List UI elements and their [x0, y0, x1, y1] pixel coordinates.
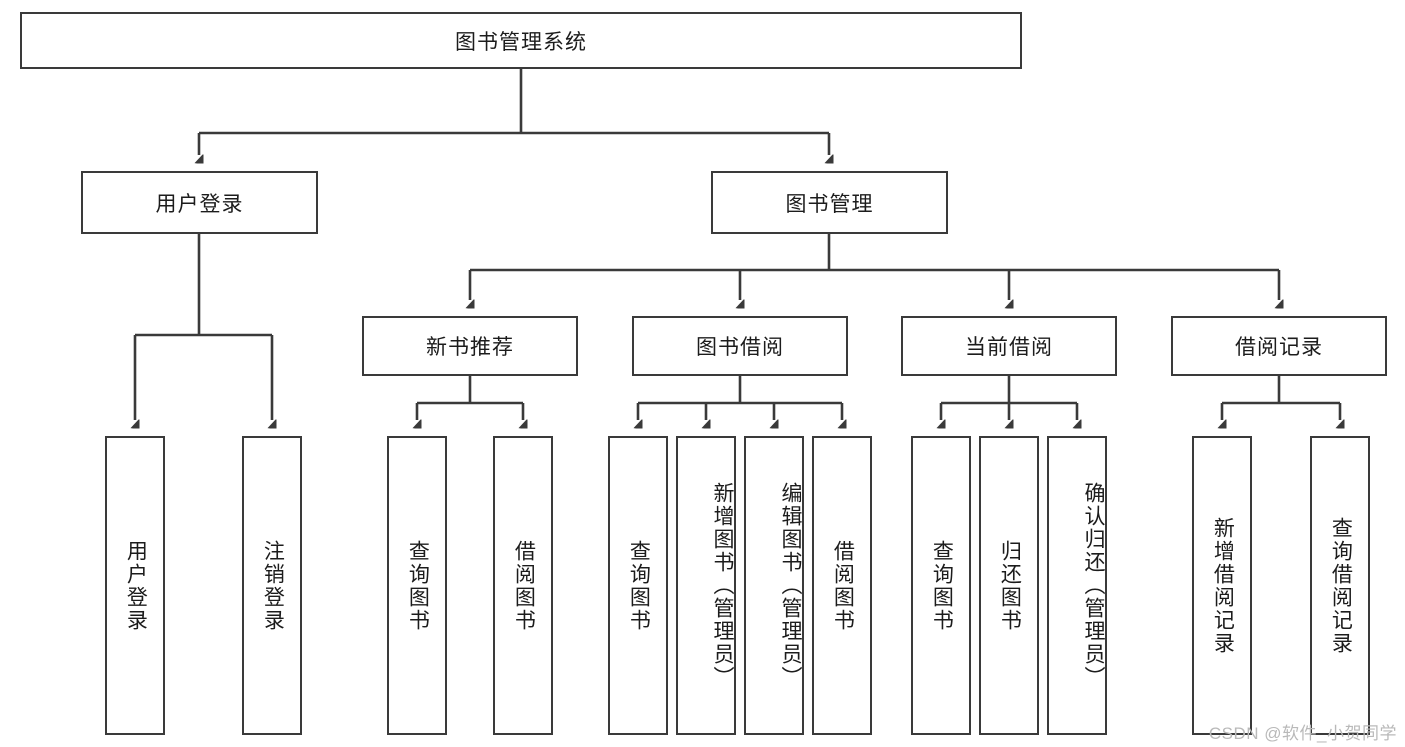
leaf-add-record-label: 新增借阅记录 — [1211, 516, 1235, 655]
node-current-borrow[interactable]: 当前借阅 — [901, 316, 1117, 376]
leaf-logout-label: 注销登录 — [261, 539, 285, 632]
leaf-query-record-label: 查询借阅记录 — [1329, 516, 1353, 655]
leaf-query-book-2[interactable]: 查询图书 — [608, 436, 668, 735]
leaf-user-login[interactable]: 用户登录 — [105, 436, 165, 735]
leaf-query-record[interactable]: 查询借阅记录 — [1310, 436, 1370, 735]
leaf-query-book-2-label: 查询图书 — [627, 539, 651, 632]
node-book-manage-label: 图书管理 — [785, 192, 874, 216]
node-book-borrow[interactable]: 图书借阅 — [632, 316, 848, 376]
node-book-borrow-label: 图书借阅 — [696, 336, 784, 359]
leaf-add-book-label: 新增图书（管理员） — [711, 482, 734, 689]
leaf-borrow-book-1-label: 借阅图书 — [512, 539, 536, 632]
leaf-confirm-return[interactable]: 确认归还（管理员） — [1047, 436, 1107, 735]
leaf-edit-book[interactable]: 编辑图书（管理员） — [744, 436, 804, 735]
node-book-manage[interactable]: 图书管理 — [711, 171, 948, 234]
node-new-book-rec[interactable]: 新书推荐 — [362, 316, 578, 376]
leaf-logout[interactable]: 注销登录 — [242, 436, 302, 735]
leaf-return-book[interactable]: 归还图书 — [979, 436, 1039, 735]
leaf-query-book-1-label: 查询图书 — [406, 539, 430, 632]
node-new-book-rec-label: 新书推荐 — [426, 336, 514, 359]
leaf-edit-book-label: 编辑图书（管理员） — [779, 482, 802, 689]
node-root[interactable]: 图书管理系统 — [20, 12, 1022, 69]
node-borrow-record[interactable]: 借阅记录 — [1171, 316, 1387, 376]
leaf-query-book-3-label: 查询图书 — [930, 539, 954, 632]
leaf-user-login-label: 用户登录 — [124, 539, 148, 632]
leaf-borrow-book-2[interactable]: 借阅图书 — [812, 436, 872, 735]
leaf-confirm-return-label: 确认归还（管理员） — [1082, 482, 1105, 689]
node-user-login-label: 用户登录 — [155, 192, 244, 216]
leaf-borrow-book-2-label: 借阅图书 — [831, 539, 855, 632]
node-borrow-record-label: 借阅记录 — [1235, 336, 1323, 359]
leaf-return-book-label: 归还图书 — [998, 539, 1022, 632]
node-current-borrow-label: 当前借阅 — [965, 336, 1053, 359]
node-root-label: 图书管理系统 — [455, 30, 587, 54]
leaf-add-record[interactable]: 新增借阅记录 — [1192, 436, 1252, 735]
leaf-query-book-1[interactable]: 查询图书 — [387, 436, 447, 735]
node-user-login[interactable]: 用户登录 — [81, 171, 318, 234]
leaf-borrow-book-1[interactable]: 借阅图书 — [493, 436, 553, 735]
leaf-query-book-3[interactable]: 查询图书 — [911, 436, 971, 735]
leaf-add-book[interactable]: 新增图书（管理员） — [676, 436, 736, 735]
